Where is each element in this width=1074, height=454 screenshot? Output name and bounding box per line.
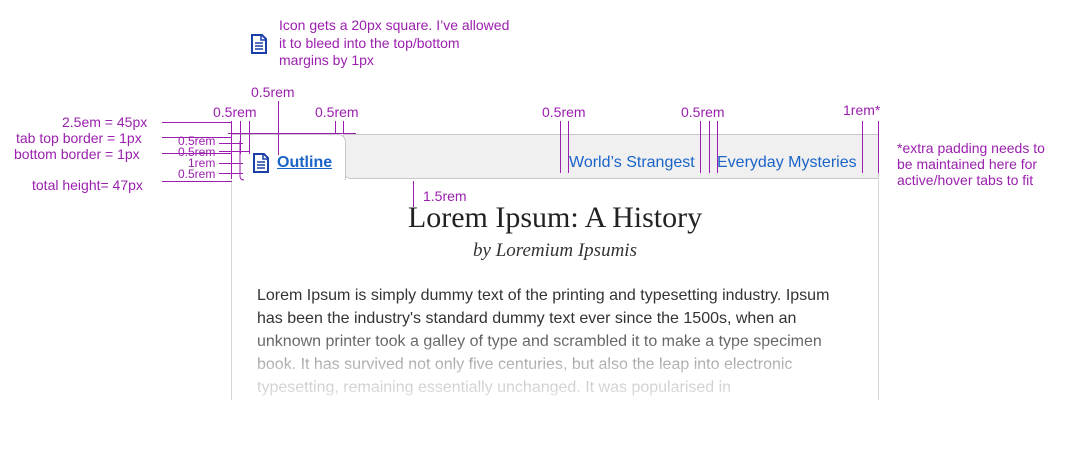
tab-outline[interactable] <box>231 134 346 180</box>
tab-worlds-strangest[interactable]: World’s Strangest <box>569 154 695 171</box>
icon-note-line-1: Icon gets a 20px square. I’ve allowed <box>279 17 510 33</box>
stack-bracket <box>239 141 245 181</box>
tab2-padding-label: 0.5rem <box>542 104 586 120</box>
outline-document-icon <box>253 153 269 173</box>
right-padding-label: 1rem* <box>843 102 881 118</box>
left-padding-label: 0.5rem <box>213 104 257 120</box>
content-left-border <box>231 180 232 400</box>
total-height-label: total height= 47px <box>32 177 143 193</box>
tab-everyday-mysteries[interactable]: Everyday Mysteries <box>717 154 857 171</box>
bottom-border-label: bottom border = 1px <box>14 146 140 162</box>
icon-note-line-2: it to bleed into the top/bottom <box>279 35 460 51</box>
icon-note-line-3: margins by 1px <box>279 52 374 68</box>
tab3-padding-label: 0.5rem <box>681 104 725 120</box>
document-icon <box>251 34 267 54</box>
top-border-label: tab top border = 1px <box>16 130 142 146</box>
extra-note-line-2: be maintained here for <box>897 156 1038 172</box>
stack-label-1: 0.5rem <box>178 134 216 148</box>
extra-note-line-1: *extra padding needs to <box>897 140 1045 156</box>
icon-top-margin-label: 0.5rem <box>251 84 295 100</box>
tab-gap-label: 0.5rem <box>315 104 359 120</box>
document-byline: by Loremium Ipsumis <box>473 240 637 261</box>
content-gap-label: 1.5rem <box>423 188 467 204</box>
stack-label-4: 0.5rem <box>178 167 216 181</box>
stack-label-3: 1rem <box>188 156 216 170</box>
stack-label-2: 0.5rem <box>178 145 216 159</box>
tab-bar <box>343 134 879 179</box>
document-body: Lorem Ipsum is simply dummy text of the … <box>257 284 857 402</box>
tab-outline-label[interactable]: Outline <box>277 154 333 171</box>
document-title: Lorem Ipsum: A History <box>407 201 703 234</box>
content-right-border <box>878 180 879 400</box>
height-label: 2.5em = 45px <box>62 114 148 130</box>
extra-note-line-3: active/hover tabs to fit <box>897 172 1034 188</box>
document-body-text: Lorem Ipsum is simply dummy text of the … <box>257 287 830 396</box>
